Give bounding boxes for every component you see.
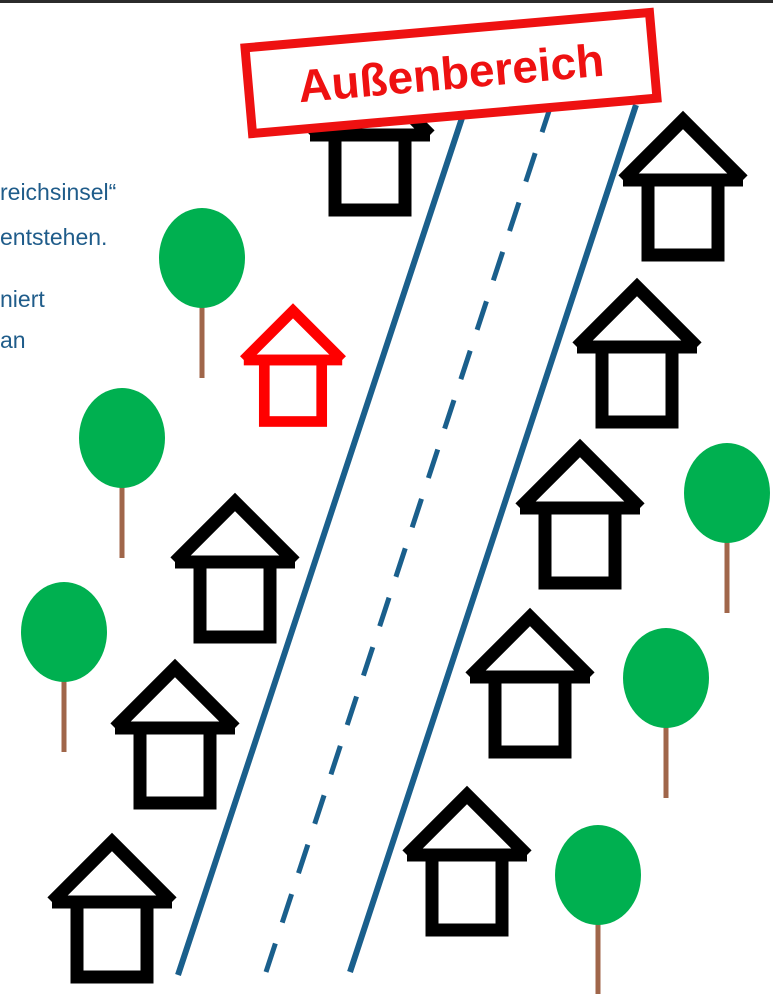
house-icon (407, 795, 527, 930)
tree-icon (21, 582, 107, 752)
house-icon (52, 842, 172, 977)
house-icon (175, 502, 295, 637)
house-icon (577, 287, 697, 422)
tree-icon (684, 443, 770, 613)
sign-icon: Außenbereich (245, 12, 657, 133)
tree-icon (79, 388, 165, 558)
tree-icon (555, 825, 641, 994)
house-icon (623, 120, 743, 255)
house-icon (470, 617, 590, 752)
house-icon (520, 448, 640, 583)
tree-icon (159, 208, 245, 378)
house-icon (115, 668, 235, 803)
tree-icon (623, 628, 709, 798)
highlighted-house-icon (244, 311, 342, 422)
